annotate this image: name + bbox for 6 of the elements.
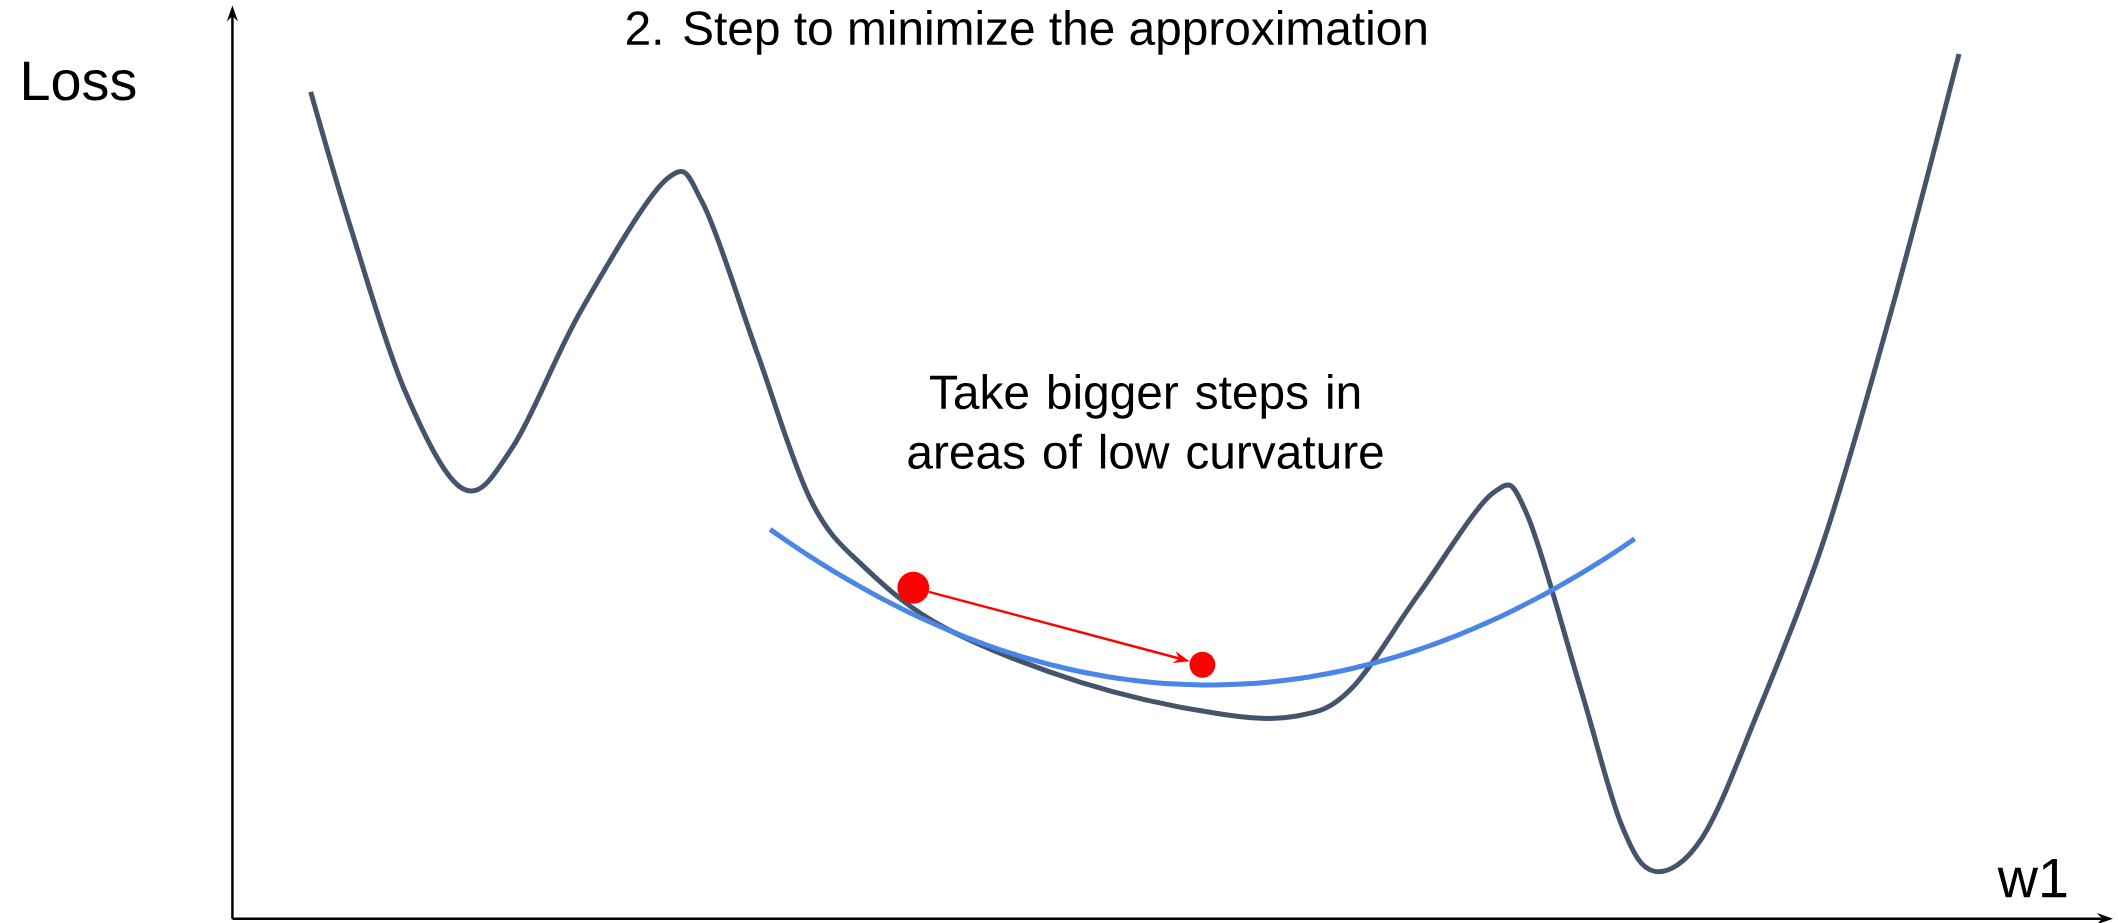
axis-label: Loss (24, 61, 136, 101)
title: 2. Step to minimize the approximation (626, 10, 1426, 55)
point-dot (897, 571, 930, 604)
axis-label: w1 (1997, 858, 2067, 898)
annotation: Take bigger steps in areas of low curvature (908, 374, 1383, 469)
point-dot (1189, 651, 1216, 678)
